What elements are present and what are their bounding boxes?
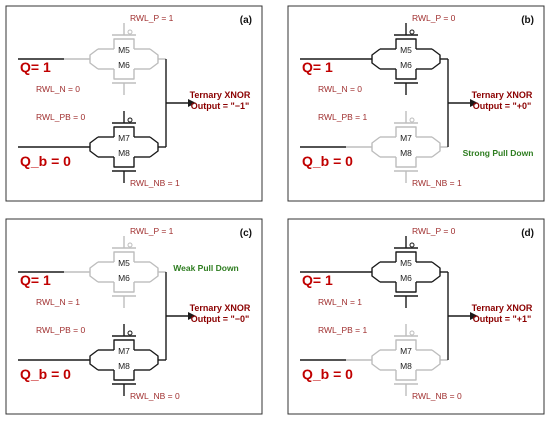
- rwl-n-label: RWL_N = 0: [318, 84, 362, 94]
- rwl-p-label: RWL_P = 1: [130, 13, 174, 23]
- panel-tag: (a): [240, 15, 252, 26]
- transistor-m5: [113, 38, 135, 49]
- output-arrow-head: [188, 99, 196, 107]
- output-arrow-head: [470, 312, 478, 320]
- qb-label: Q_b = 0: [302, 153, 353, 169]
- gate-left-rail: [371, 349, 381, 371]
- panel-tag: (c): [240, 228, 252, 239]
- gate-left-rail: [371, 261, 381, 283]
- transistor-label: M6: [118, 60, 130, 70]
- rwl-p-label: RWL_P = 0: [412, 226, 456, 236]
- gate-left-rail: [371, 48, 381, 70]
- q-label: Q= 1: [302, 59, 333, 75]
- transistor-m5: [395, 38, 417, 49]
- output-value: Output = "−0": [191, 314, 250, 324]
- rwl-p-label: RWL_P = 1: [130, 226, 174, 236]
- transistor-m7: [395, 339, 417, 350]
- transistor-label: M7: [400, 346, 412, 356]
- transistor-label: M8: [118, 361, 130, 371]
- output-value: Output = "+0": [473, 101, 532, 111]
- transistor-m8: [395, 157, 417, 168]
- gate-left-rail: [89, 48, 99, 70]
- pmos-bubble: [127, 330, 133, 336]
- transistor-label: M5: [118, 258, 130, 268]
- transistor-m6: [113, 69, 135, 80]
- qb-label: Q_b = 0: [20, 153, 71, 169]
- pmos-bubble: [409, 330, 415, 336]
- pmos-bubble: [409, 29, 415, 35]
- rwl-n-label: RWL_N = 1: [318, 297, 362, 307]
- qb-label: Q_b = 0: [302, 366, 353, 382]
- output-title: Ternary XNOR: [472, 90, 533, 100]
- transistor-m7: [395, 126, 417, 137]
- output-title: Ternary XNOR: [190, 303, 251, 313]
- pmos-bubble: [127, 117, 133, 123]
- transistor-m8: [113, 370, 135, 381]
- transistor-label: M7: [400, 133, 412, 143]
- pull-down-note: Weak Pull Down: [173, 263, 239, 273]
- gate-left-rail: [89, 349, 99, 371]
- panel-tag: (d): [521, 228, 534, 239]
- rwl-p-label: RWL_P = 0: [412, 13, 456, 23]
- q-label: Q= 1: [20, 272, 51, 288]
- q-label: Q= 1: [302, 272, 333, 288]
- transistor-label: M5: [118, 45, 130, 55]
- transistor-m6: [113, 282, 135, 293]
- rwl-nb-label: RWL_NB = 0: [412, 391, 462, 401]
- pmos-bubble: [127, 29, 133, 35]
- transistor-label: M8: [118, 148, 130, 158]
- transistor-label: M6: [400, 60, 412, 70]
- pmos-bubble: [409, 242, 415, 248]
- transistor-m5: [113, 251, 135, 262]
- transistor-label: M7: [118, 133, 130, 143]
- transistor-label: M6: [118, 273, 130, 283]
- transistor-m5: [395, 251, 417, 262]
- transistor-m7: [113, 339, 135, 350]
- transistor-label: M7: [118, 346, 130, 356]
- pull-down-note: Strong Pull Down: [463, 148, 534, 158]
- transistor-m6: [395, 282, 417, 293]
- output-value: Output = "+1": [473, 314, 532, 324]
- q-label: Q= 1: [20, 59, 51, 75]
- rwl-nb-label: RWL_NB = 1: [130, 178, 180, 188]
- rwl-pb-label: RWL_PB = 0: [36, 112, 85, 122]
- output-arrow-head: [470, 99, 478, 107]
- transistor-label: M8: [400, 361, 412, 371]
- transistor-m8: [395, 370, 417, 381]
- output-arrow-head: [188, 312, 196, 320]
- transistor-label: M5: [400, 45, 412, 55]
- pmos-bubble: [127, 242, 133, 248]
- output-title: Ternary XNOR: [472, 303, 533, 313]
- rwl-nb-label: RWL_NB = 0: [130, 391, 180, 401]
- transistor-label: M6: [400, 273, 412, 283]
- transistor-m6: [395, 69, 417, 80]
- rwl-pb-label: RWL_PB = 0: [36, 325, 85, 335]
- rwl-pb-label: RWL_PB = 1: [318, 325, 367, 335]
- qb-label: Q_b = 0: [20, 366, 71, 382]
- gate-left-rail: [371, 136, 381, 158]
- rwl-nb-label: RWL_NB = 1: [412, 178, 462, 188]
- gate-left-rail: [89, 136, 99, 158]
- rwl-n-label: RWL_N = 0: [36, 84, 80, 94]
- transistor-label: M8: [400, 148, 412, 158]
- transistor-label: M5: [400, 258, 412, 268]
- output-value: Output = "−1": [191, 101, 250, 111]
- rwl-n-label: RWL_N = 1: [36, 297, 80, 307]
- transistor-m8: [113, 157, 135, 168]
- rwl-pb-label: RWL_PB = 1: [318, 112, 367, 122]
- transistor-m7: [113, 126, 135, 137]
- output-title: Ternary XNOR: [190, 90, 251, 100]
- panel-tag: (b): [521, 15, 534, 26]
- gate-left-rail: [89, 261, 99, 283]
- pmos-bubble: [409, 117, 415, 123]
